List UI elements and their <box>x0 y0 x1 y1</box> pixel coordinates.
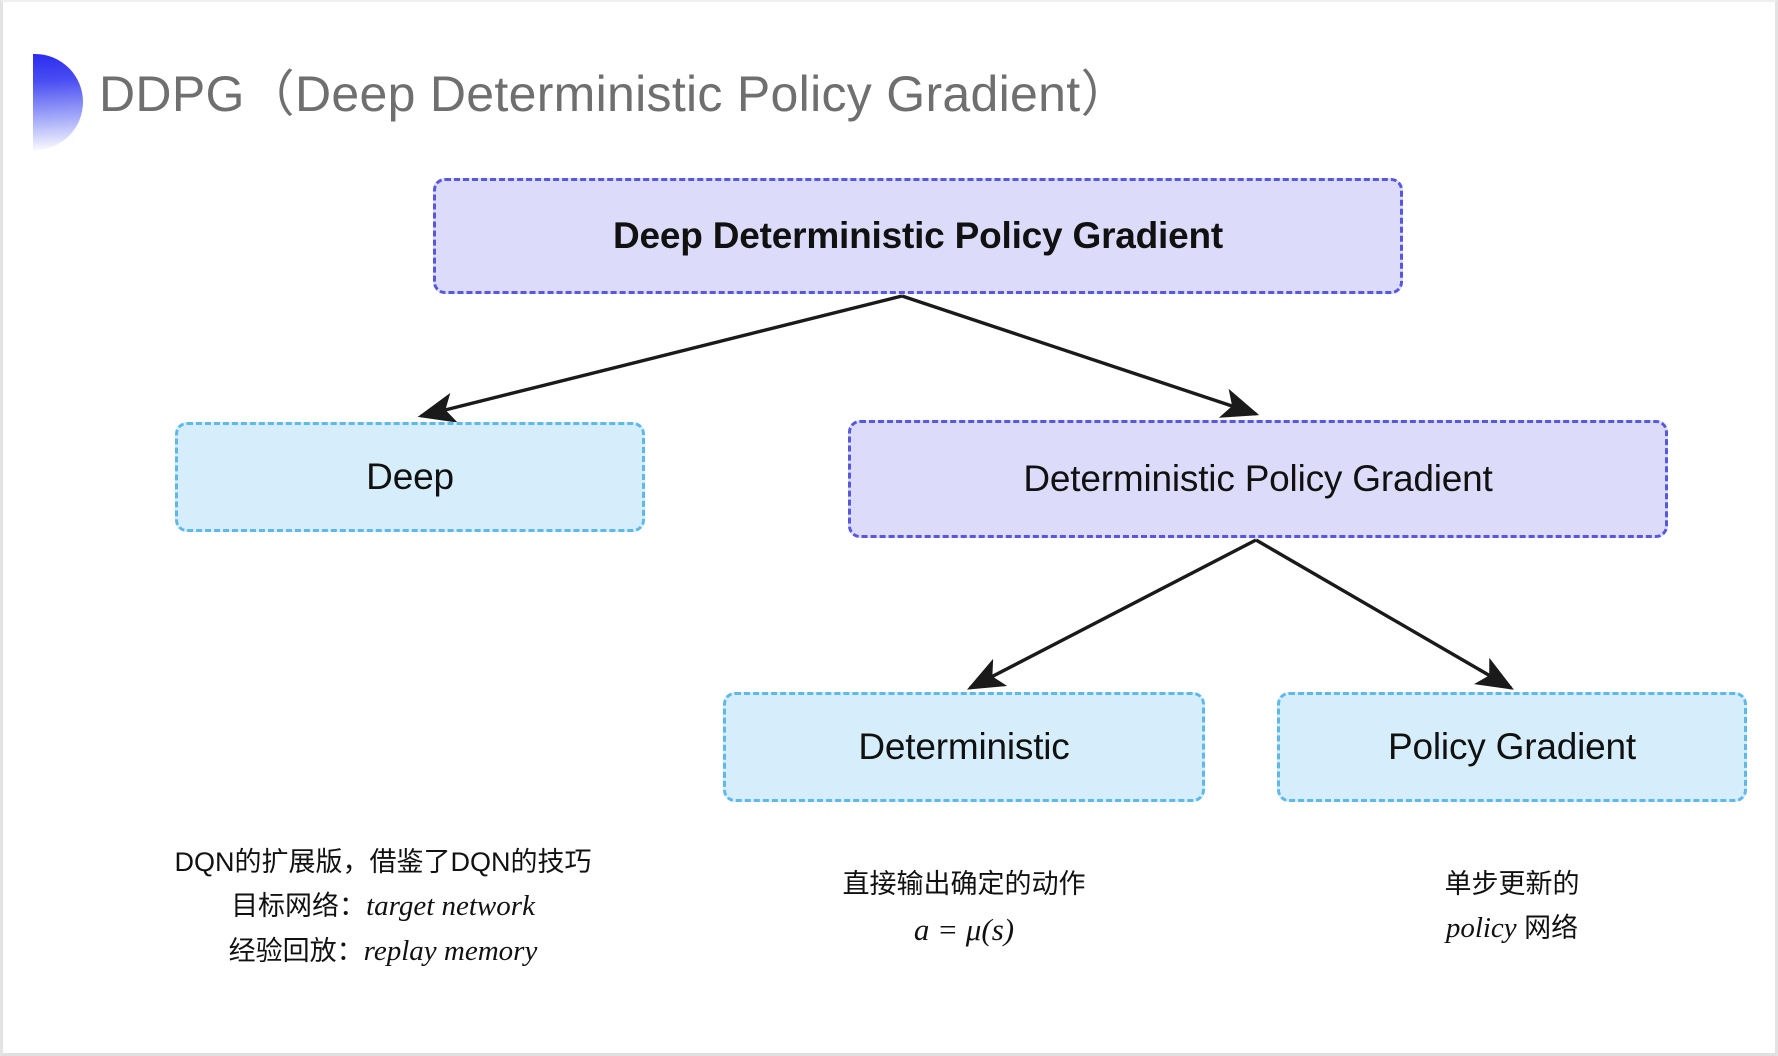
diagram-node-policy-gradient[interactable]: Policy Gradient <box>1277 692 1747 802</box>
caption-policy-gradient-term: policy <box>1445 911 1517 944</box>
caption-policy-gradient-line1: 单步更新的 <box>1444 869 1580 899</box>
edge-root-to-dpg <box>901 294 1260 418</box>
caption-policy-gradient: 单步更新的 policy 网络 <box>1277 864 1747 951</box>
caption-deep: DQN的扩展版，借鉴了DQN的技巧 目标网络：target network 经验… <box>123 842 643 974</box>
caption-deep-line2-label: 目标网络： <box>231 890 367 921</box>
diagram-node-deep-label: Deep <box>366 456 454 497</box>
caption-deep-line3-label: 经验回放： <box>228 935 364 966</box>
caption-deep-line1: DQN的扩展版，借鉴了DQN的技巧 <box>174 847 592 877</box>
diagram-node-deterministic-label: Deterministic <box>858 726 1070 767</box>
diagram-node-root-label: Deep Deterministic Policy Gradient <box>612 215 1224 256</box>
edge-dpg-to-policy-gradient <box>1255 538 1514 690</box>
diagram-node-deep[interactable]: Deep <box>175 422 645 532</box>
edge-root-to-deep <box>417 294 903 423</box>
caption-deterministic-formula: a = μ(s) <box>913 911 1015 947</box>
diagram-node-deterministic-policy-gradient[interactable]: Deterministic Policy Gradient <box>848 420 1668 538</box>
caption-deterministic: 直接输出确定的动作 a = μ(s) <box>723 864 1205 954</box>
diagram-node-policy-gradient-label: Policy Gradient <box>1388 726 1636 767</box>
caption-deep-line2-term: target network <box>366 889 535 922</box>
gradient-half-circle-bullet-icon <box>33 54 83 150</box>
caption-deep-line3-term: replay memory <box>363 934 538 967</box>
page-title: DDPG（Deep Deterministic Policy Gradient） <box>99 66 1131 122</box>
diagram-node-dpg-label: Deterministic Policy Gradient <box>1023 458 1493 499</box>
edge-dpg-to-deterministic <box>966 538 1257 690</box>
diagram-node-deterministic[interactable]: Deterministic <box>723 692 1205 802</box>
caption-policy-gradient-suffix: 网络 <box>1516 912 1579 943</box>
caption-deterministic-line1: 直接输出确定的动作 <box>842 869 1086 899</box>
diagram-node-root[interactable]: Deep Deterministic Policy Gradient <box>433 178 1403 294</box>
